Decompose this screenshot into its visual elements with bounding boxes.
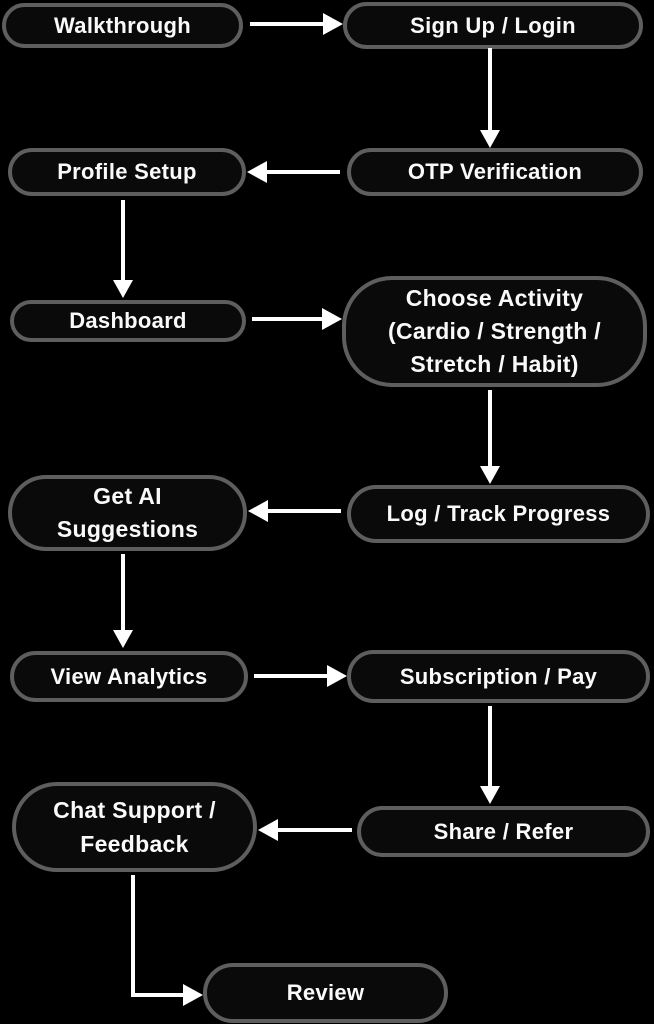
node-label: Review xyxy=(286,980,365,1005)
arrow-walkthrough-to-signup-line xyxy=(250,22,323,26)
arrow-chat-to-review-hline xyxy=(131,993,183,997)
arrow-dashboard-to-choose-line xyxy=(252,317,322,321)
arrow-chat-to-review-head xyxy=(183,984,203,1006)
arrow-profile-to-dashboard-head xyxy=(113,280,133,298)
node-label: Get AI Suggestions xyxy=(56,483,199,542)
arrow-signup-to-otp-head xyxy=(480,130,500,148)
arrow-walkthrough-to-signup-head xyxy=(323,13,343,35)
node-log-track-progress: Log / Track Progress xyxy=(347,485,650,543)
node-share-refer: Share / Refer xyxy=(357,806,650,857)
arrow-getai-to-analytics-line xyxy=(121,554,125,630)
node-sign-up-login: Sign Up / Login xyxy=(343,2,643,49)
node-review: Review xyxy=(203,963,448,1023)
node-label: Choose Activity (Cardio / Strength / Str… xyxy=(388,285,601,377)
node-view-analytics: View Analytics xyxy=(10,651,248,702)
arrow-chat-to-review-vline xyxy=(131,875,135,997)
node-label: Sign Up / Login xyxy=(410,12,576,38)
node-label: View Analytics xyxy=(50,663,208,689)
node-dashboard: Dashboard xyxy=(10,300,246,342)
arrow-dashboard-to-choose-head xyxy=(322,308,342,330)
node-label: OTP Verification xyxy=(407,159,583,184)
node-choose-activity: Choose Activity (Cardio / Strength / Str… xyxy=(342,276,647,387)
arrow-profile-to-dashboard-line xyxy=(121,200,125,280)
node-label: Walkthrough xyxy=(54,12,191,38)
node-chat-support-feedback: Chat Support / Feedback xyxy=(12,782,257,872)
node-profile-setup: Profile Setup xyxy=(8,148,246,196)
node-otp-verification: OTP Verification xyxy=(347,148,643,196)
node-label: Share / Refer xyxy=(433,818,574,844)
node-subscription-pay: Subscription / Pay xyxy=(347,650,650,703)
arrow-share-to-chat-head xyxy=(258,819,278,841)
arrow-log-to-getai-line xyxy=(268,509,341,513)
node-label: Profile Setup xyxy=(57,159,197,184)
arrow-log-to-getai-head xyxy=(248,500,268,522)
arrow-subscription-to-share-line xyxy=(488,706,492,786)
arrow-choose-to-log-line xyxy=(488,390,492,467)
arrow-getai-to-analytics-head xyxy=(113,630,133,648)
arrow-analytics-to-subscription-head xyxy=(327,665,347,687)
node-get-ai-suggestions: Get AI Suggestions xyxy=(8,475,247,551)
arrow-choose-to-log-head xyxy=(480,466,500,484)
node-label: Subscription / Pay xyxy=(399,663,598,689)
node-label: Chat Support / Feedback xyxy=(53,797,216,857)
arrow-subscription-to-share-head xyxy=(480,786,500,804)
arrow-otp-to-profile-line xyxy=(267,170,340,174)
node-label: Log / Track Progress xyxy=(386,501,611,526)
node-walkthrough: Walkthrough xyxy=(2,3,243,48)
arrow-share-to-chat-line xyxy=(278,828,352,832)
arrow-otp-to-profile-head xyxy=(247,161,267,183)
arrow-signup-to-otp-line xyxy=(488,48,492,131)
arrow-analytics-to-subscription-line xyxy=(254,674,327,678)
node-label: Dashboard xyxy=(69,308,187,333)
